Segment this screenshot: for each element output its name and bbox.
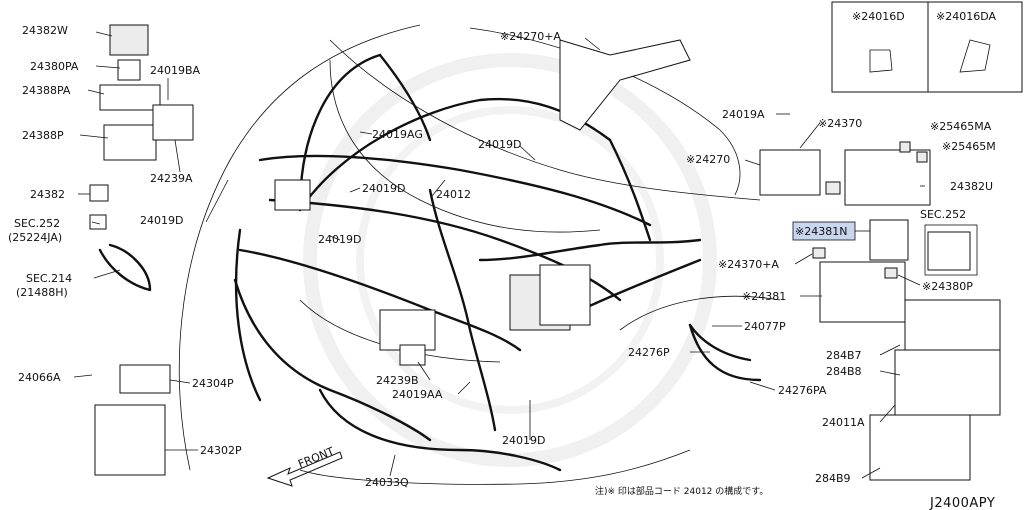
label-24381: ※24381 (742, 290, 786, 303)
upper-duct (559, 39, 691, 131)
label-24019AA: 24019AA (392, 388, 443, 401)
label-24019BA: 24019BA (150, 64, 201, 77)
label-284B8: 284B8 (826, 365, 862, 378)
label-24019AG: 24019AG (372, 128, 423, 141)
label-24019D-b: 24019D (362, 182, 405, 195)
label-24370: ※24370 (818, 117, 862, 130)
label-sec252-a: SEC.252 (14, 217, 60, 230)
label-24276P: 24276P (628, 346, 670, 359)
label-24012: 24012 (436, 188, 471, 201)
part-labels: 24382W 24380PA 24388PA 24388P 24382 SEC.… (8, 24, 996, 489)
label-24239B: 24239B (376, 374, 419, 387)
label-24388PA: 24388PA (22, 84, 71, 97)
label-25224JA: (25224JA) (8, 231, 62, 244)
label-284B9: 284B9 (815, 472, 851, 485)
inset-panels (831, 1, 1023, 93)
label-24019D-d: 24019D (478, 138, 521, 151)
label-24270A: ※24270+A (500, 30, 561, 43)
label-24302P: 24302P (200, 444, 242, 457)
front-arrow-icon (266, 451, 343, 487)
label-24066A: 24066A (18, 371, 61, 384)
label-24019D-a: 24019D (140, 214, 183, 227)
label-24380PA: 24380PA (30, 60, 79, 73)
label-284B7: 284B7 (826, 349, 862, 362)
label-sec252-b: SEC.252 (920, 208, 966, 221)
label-sec214: SEC.214 (26, 272, 72, 285)
label-24033Q: 24033Q (365, 476, 409, 489)
label-24380P: ※24380P (922, 280, 973, 293)
footnote: 注)※ 印は部品コード 24012 の構成です。 (595, 485, 768, 497)
lower-left-box (94, 364, 171, 476)
label-24304P: 24304P (192, 377, 234, 390)
label-24382: 24382 (30, 188, 65, 201)
label-21488H: (21488H) (16, 286, 68, 299)
label-25465M: ※25465M (942, 140, 996, 153)
label-24382W: 24382W (22, 24, 68, 37)
label-24019D-c: 24019D (318, 233, 361, 246)
body-outline (178, 24, 781, 485)
label-24077P: 24077P (744, 320, 786, 333)
label-24276PA: 24276PA (778, 384, 827, 397)
left-relay-stack (89, 24, 194, 292)
label-24370A: ※24370+A (718, 258, 779, 271)
label-24381N: ※24381N (795, 225, 847, 238)
central-relay-box (274, 179, 591, 366)
label-24382U: 24382U (950, 180, 993, 193)
inset-label-24016DA: ※24016DA (936, 10, 996, 23)
sec252-box (924, 224, 978, 276)
diagram-code: J2400APY (929, 496, 995, 510)
highlight-24381N (792, 221, 856, 241)
front-label: FRONT (296, 445, 336, 471)
inset-label-24016D: ※24016D (852, 10, 905, 23)
watermark-emblem (303, 53, 717, 467)
label-24270: ※24270 (686, 153, 730, 166)
label-24019A: 24019A (722, 108, 765, 121)
label-24011A: 24011A (822, 416, 865, 429)
leader-lines (73, 31, 925, 479)
label-25465MA: ※25465MA (930, 120, 992, 133)
label-24019D-e: 24019D (502, 434, 545, 447)
label-24239A: 24239A (150, 172, 193, 185)
right-components (688, 141, 1001, 481)
label-24388P: 24388P (22, 129, 64, 142)
